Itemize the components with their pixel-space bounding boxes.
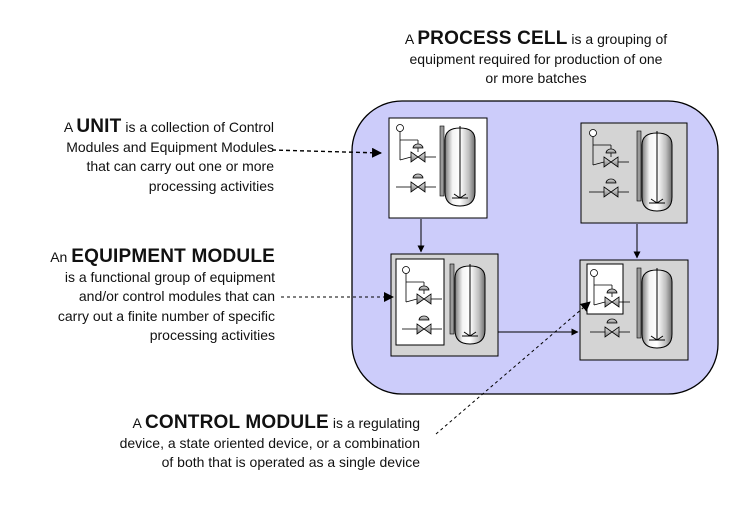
process-cell-article: A <box>404 31 414 47</box>
unit-top-right <box>580 122 688 224</box>
control-module-definition: A CONTROL MODULE is a regulating device,… <box>0 413 420 473</box>
process-cell-line2: equipment required for production of one <box>409 50 663 67</box>
control-module-lead: is a regulating <box>332 415 420 431</box>
control-module-line2: device, a state oriented device, or a co… <box>119 434 420 451</box>
unit-line4: processing activities <box>148 177 274 194</box>
unit-lead: is a collection of Control <box>125 119 274 135</box>
unit-term: UNIT <box>76 116 122 137</box>
unit-article: A <box>63 119 73 135</box>
equipment-module-article: An <box>50 249 68 265</box>
unit-definition: A UNIT is a collection of Control Module… <box>0 117 274 196</box>
process-cell-lead: is a grouping of <box>571 31 668 47</box>
control-module-pointer-arrow <box>435 301 591 435</box>
unit-line2: Modules and Equipment Modules <box>66 138 274 155</box>
unit-bottom-left <box>390 253 499 357</box>
unit-top-left <box>388 117 488 219</box>
control-module-line3: of both that is operated as a single dev… <box>161 454 420 470</box>
vessel-icon <box>449 263 486 345</box>
unit-bottom-right <box>579 259 689 361</box>
vessel-icon <box>636 267 673 349</box>
control-module-article: A <box>132 415 142 431</box>
process-cell-definition: A PROCESS CELL is a grouping of equipmen… <box>350 29 722 89</box>
process-cell-term: PROCESS CELL <box>417 28 568 49</box>
vessel-icon <box>439 125 476 207</box>
equipment-module-line5: processing activities <box>149 327 275 343</box>
equipment-module-line4: carry out a finite number of specific <box>57 307 275 324</box>
equipment-module-definition: An EQUIPMENT MODULE is a functional grou… <box>0 247 275 346</box>
equipment-module-term: EQUIPMENT MODULE <box>71 246 275 267</box>
vessel-icon <box>636 130 673 212</box>
equipment-module-line3: and/or control modules that can <box>78 288 275 304</box>
unit-line3: that can carry out one or more <box>86 158 274 174</box>
process-cell-line3: or more batches <box>485 70 587 86</box>
control-module-term: CONTROL MODULE <box>144 412 329 433</box>
equipment-module-line2: is a functional group of equipment <box>64 268 275 285</box>
